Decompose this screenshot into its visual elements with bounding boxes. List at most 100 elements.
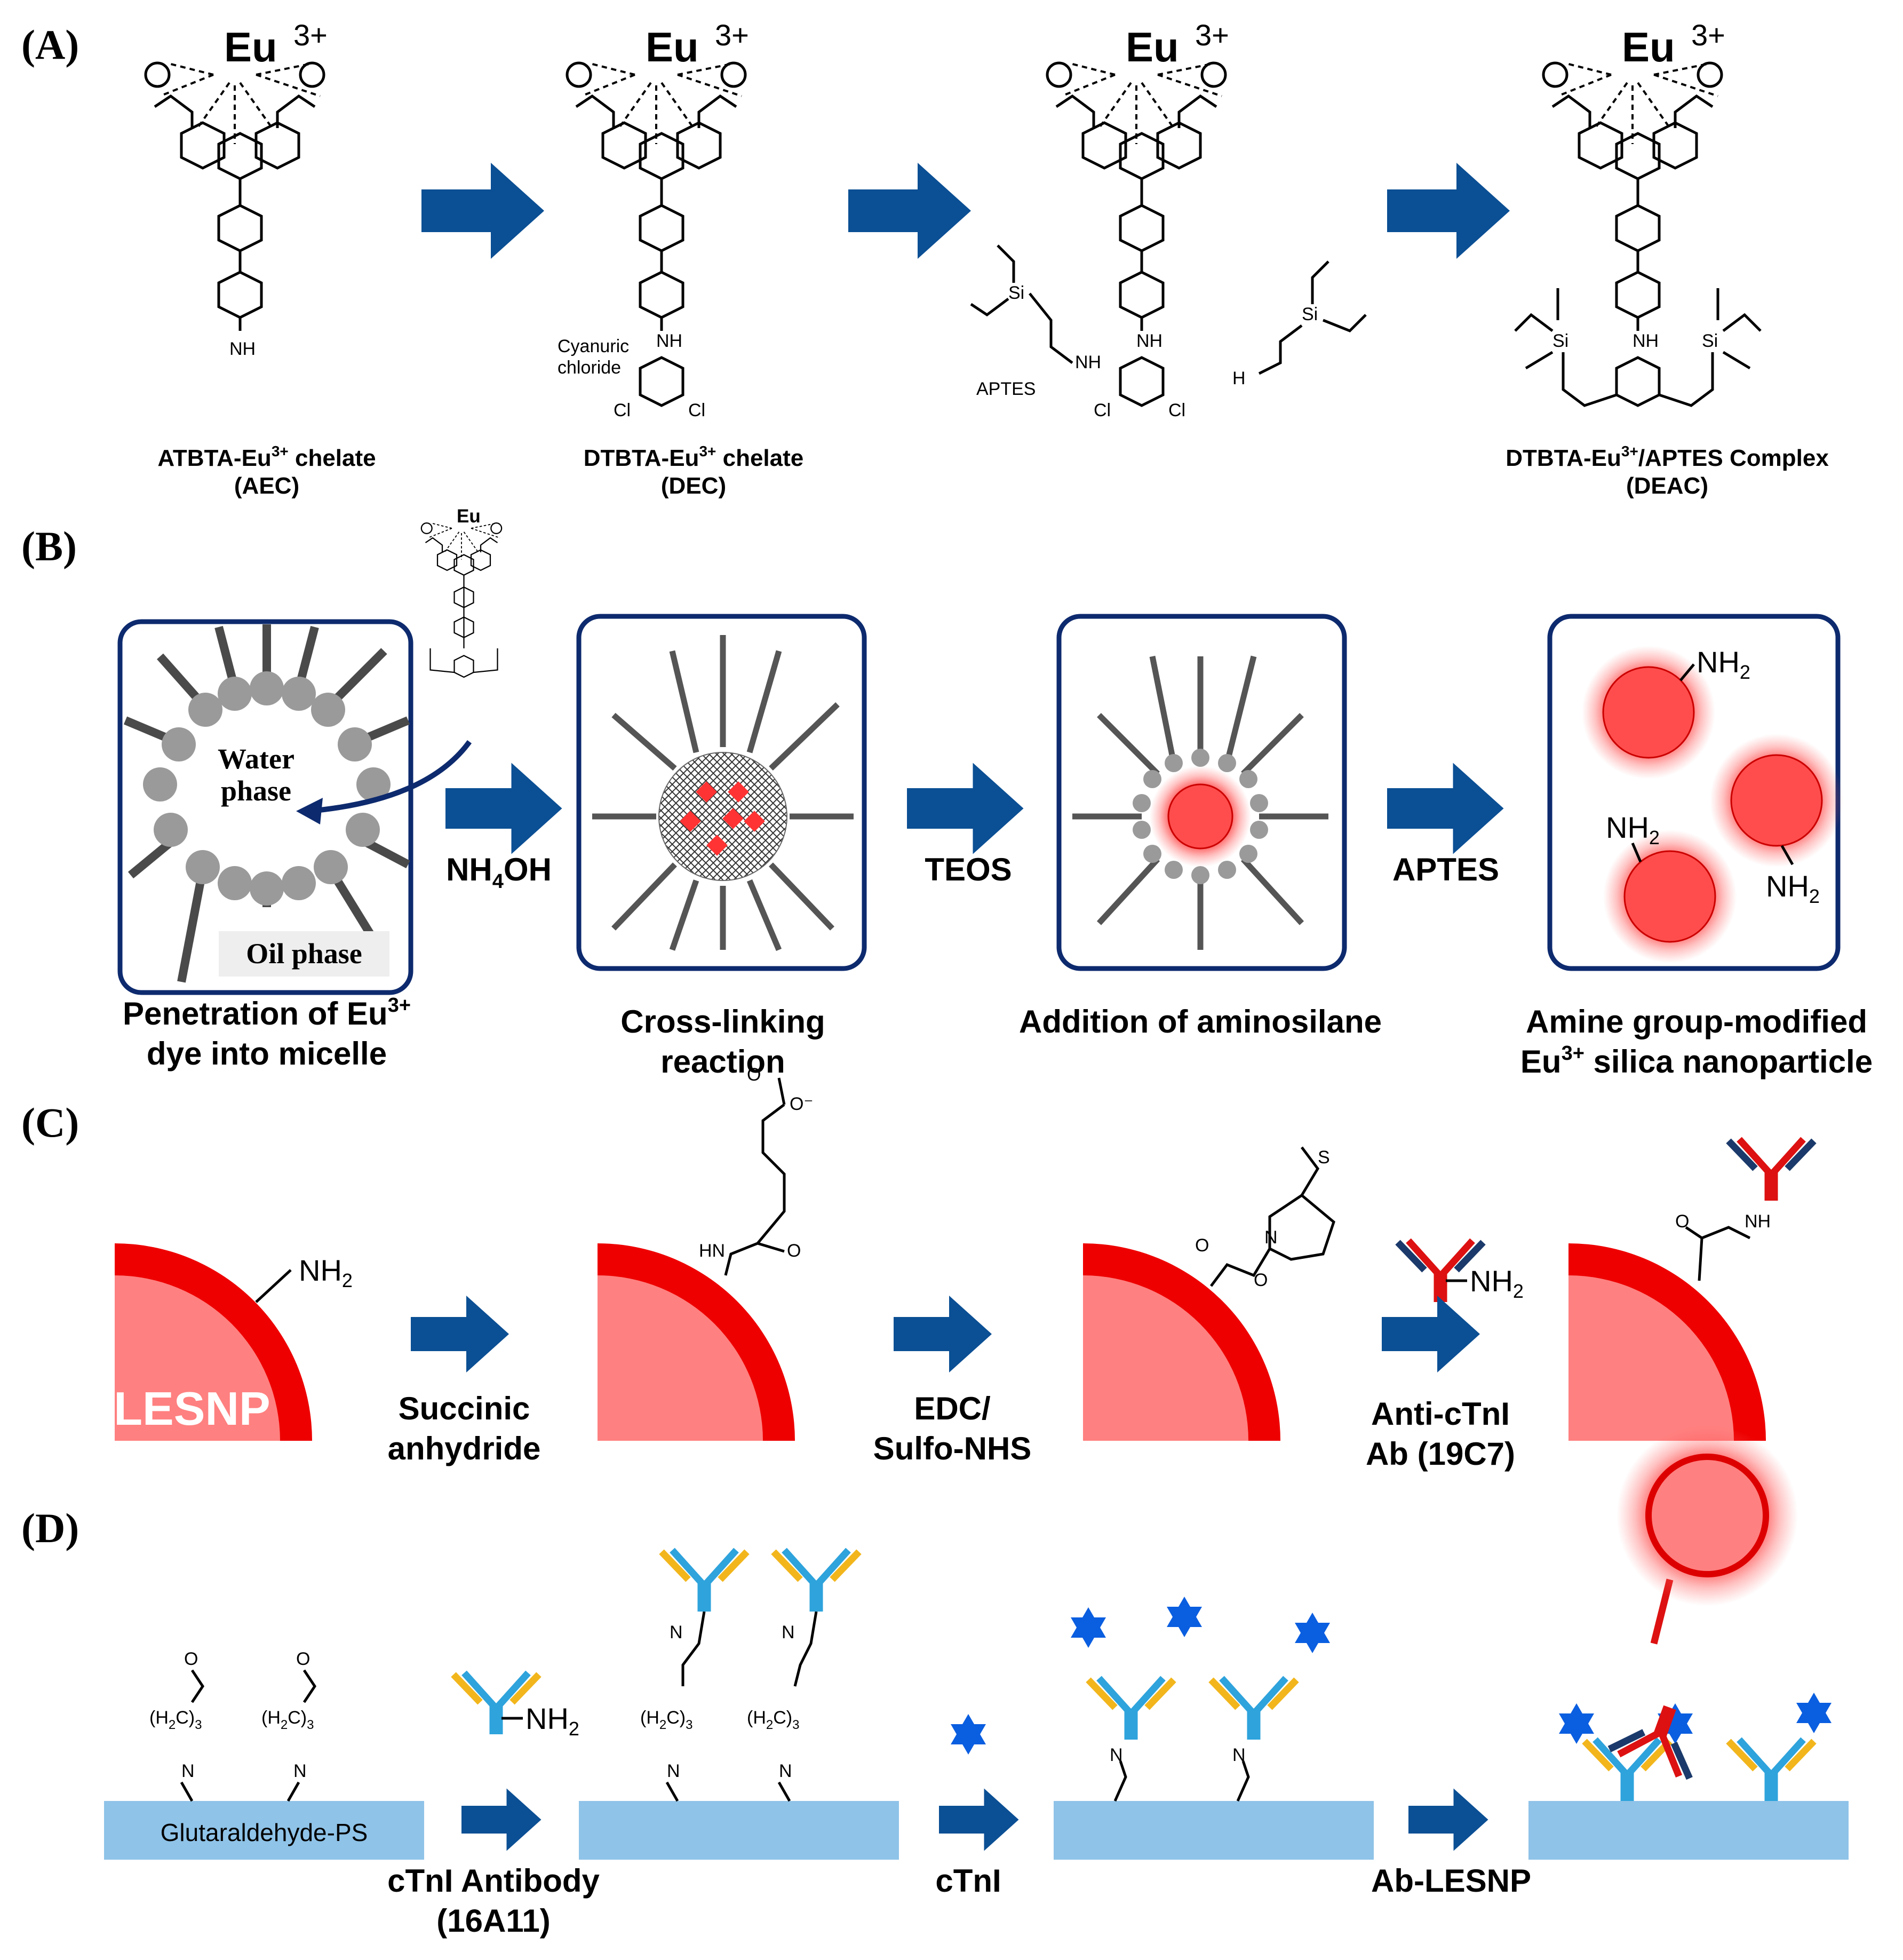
arrow-c3 <box>1382 1296 1480 1372</box>
o-label: O <box>1254 1270 1268 1290</box>
deac-mini-icon: Eu <box>420 506 503 678</box>
aec-nh2: NH <box>229 339 256 359</box>
step3-caption: Addition of aminosilane <box>1019 1004 1382 1039</box>
nh-label: NH <box>1136 331 1162 351</box>
eu-label: Eu <box>1126 23 1179 70</box>
ab-lesnp-particle <box>1645 1454 1769 1577</box>
nanoparticle <box>1623 850 1716 943</box>
cyanuric-label-1: Cyanuric <box>558 336 629 356</box>
antibody-plate: N N (H2C)3 (H2C)3 N N <box>579 1550 899 1860</box>
lesnp-4: O NH <box>1568 1139 1814 1441</box>
nanoparticle-core <box>1167 783 1233 850</box>
crosslink-rods <box>592 635 854 951</box>
linker-label: (H2C)3 <box>261 1708 314 1732</box>
nanoparticle <box>1602 666 1695 759</box>
lesnp-3: O O N S <box>1083 1146 1335 1441</box>
antibody-nh2: NH2 <box>525 1702 579 1740</box>
o-label: O <box>1195 1235 1209 1256</box>
cyanuric-label-2: chloride <box>558 358 621 378</box>
eu-charge: 3+ <box>715 18 749 52</box>
eu-label: Eu <box>646 23 699 70</box>
ctni-star <box>1071 1607 1106 1648</box>
lesnp-nh2: NH2 <box>299 1253 353 1291</box>
antibody-nh2: NH2 <box>1470 1264 1524 1302</box>
arrow-a3 <box>1387 163 1510 259</box>
hn-label: HN <box>699 1241 725 1261</box>
ctni-star <box>1295 1613 1330 1653</box>
water-phase-label: Water <box>218 743 294 775</box>
cl-right: Cl <box>1168 400 1185 420</box>
n-label: N <box>293 1761 307 1781</box>
linker-label: (H2C)3 <box>747 1708 800 1732</box>
n-label: N <box>1264 1227 1278 1248</box>
aec-caption: ATBTA-Eu3+ chelate <box>157 443 376 471</box>
o-label: O <box>787 1241 801 1261</box>
deac-structure: Eu 3+ NH Si Si <box>1514 18 1762 407</box>
aminosilane-rods <box>1072 655 1328 950</box>
n-label: N <box>667 1761 680 1781</box>
step2-caption: Cross-linking <box>620 1004 825 1039</box>
glutaraldehyde-plate: Glutaraldehyde-PS N N (H2C)3 (H2C)3 O O <box>104 1649 424 1860</box>
nh-label: NH <box>1633 331 1659 351</box>
eu-charge: 3+ <box>1195 18 1229 52</box>
plate-label: Glutaraldehyde-PS <box>161 1819 368 1846</box>
succinic-label-2: anhydride <box>388 1431 541 1466</box>
eu-charge: 3+ <box>293 18 328 52</box>
panel-a: (A) Eu 3+ NH Eu 3+ NH Cl <box>21 18 1829 499</box>
arrow-d3 <box>1408 1788 1488 1851</box>
arrow-c1 <box>411 1296 509 1372</box>
n-label: N <box>1110 1745 1123 1765</box>
arrow-b2 <box>907 763 1024 854</box>
nh2-3: NH2 <box>1606 811 1660 848</box>
aec-structure: Eu 3+ NH <box>146 18 328 359</box>
micelle-surfactants <box>123 624 410 983</box>
dec-aptes-structure: Eu 3+ NH Cl Cl <box>1047 18 1229 420</box>
nh2-2: NH2 <box>1766 869 1820 907</box>
step4-caption: Amine group-modified <box>1526 1004 1867 1039</box>
n-label: N <box>779 1761 792 1781</box>
n-label: N <box>181 1761 195 1781</box>
ctni-antibody-label: cTnI Antibody <box>387 1863 600 1899</box>
nh-label: NH <box>1745 1211 1771 1232</box>
water-phase-label-2: phase <box>221 775 291 807</box>
deac-caption: DTBTA-Eu3+/APTES Complex <box>1506 443 1829 471</box>
n-label: N <box>782 1622 795 1642</box>
crosslink-box <box>576 614 867 971</box>
aptes-reagent-label: APTES <box>1392 852 1499 887</box>
n-label: N <box>1232 1745 1246 1765</box>
arrow-d1 <box>461 1788 542 1851</box>
antigen-plate: N N <box>1054 1597 1374 1860</box>
ctni-antibody-label-2: (16A11) <box>436 1903 550 1939</box>
linker-label: (H2C)3 <box>149 1708 202 1732</box>
aptes-nh2: NH <box>1075 352 1101 372</box>
ctni-label: cTnI <box>935 1863 1001 1899</box>
dec-cl-right: Cl <box>688 400 705 420</box>
micelle-box: Water phase Oil phase <box>117 619 472 995</box>
nanoparticle <box>1730 754 1823 847</box>
o-label: O <box>1675 1211 1689 1232</box>
aptes-label: APTES <box>976 379 1036 399</box>
panel-a-label: (A) <box>21 21 79 68</box>
sandwich-plate <box>1528 1425 1849 1860</box>
panel-b: (B) <box>21 506 1873 1080</box>
eu-label: Eu <box>224 23 277 70</box>
o-minus-label: O⁻ <box>790 1094 813 1114</box>
nh2-1: NH2 <box>1697 645 1750 683</box>
panel-d-label: (D) <box>21 1505 79 1551</box>
ctni-star <box>1167 1597 1202 1637</box>
eu-charge: 3+ <box>1691 18 1725 52</box>
panel-c-label: (C) <box>21 1099 79 1146</box>
step1-caption: Penetration of Eu3+ <box>123 994 411 1031</box>
eu-dye-dots <box>680 781 765 856</box>
arrow-d2 <box>939 1788 1019 1851</box>
arrow-a1 <box>421 163 544 259</box>
edc-label-2: Sulfo-NHS <box>873 1431 1032 1466</box>
step1-caption-2: dye into micelle <box>147 1036 387 1072</box>
step4-caption-2: Eu3+ silica nanoparticle <box>1520 1042 1873 1080</box>
dec-structure: Eu 3+ NH Cl Cl Cyanuric chloride <box>558 18 749 420</box>
o-label: O <box>184 1649 198 1669</box>
dec-cl-left: Cl <box>614 400 631 420</box>
arrow-b3 <box>1387 763 1504 854</box>
dec-nh: NH <box>656 331 682 351</box>
